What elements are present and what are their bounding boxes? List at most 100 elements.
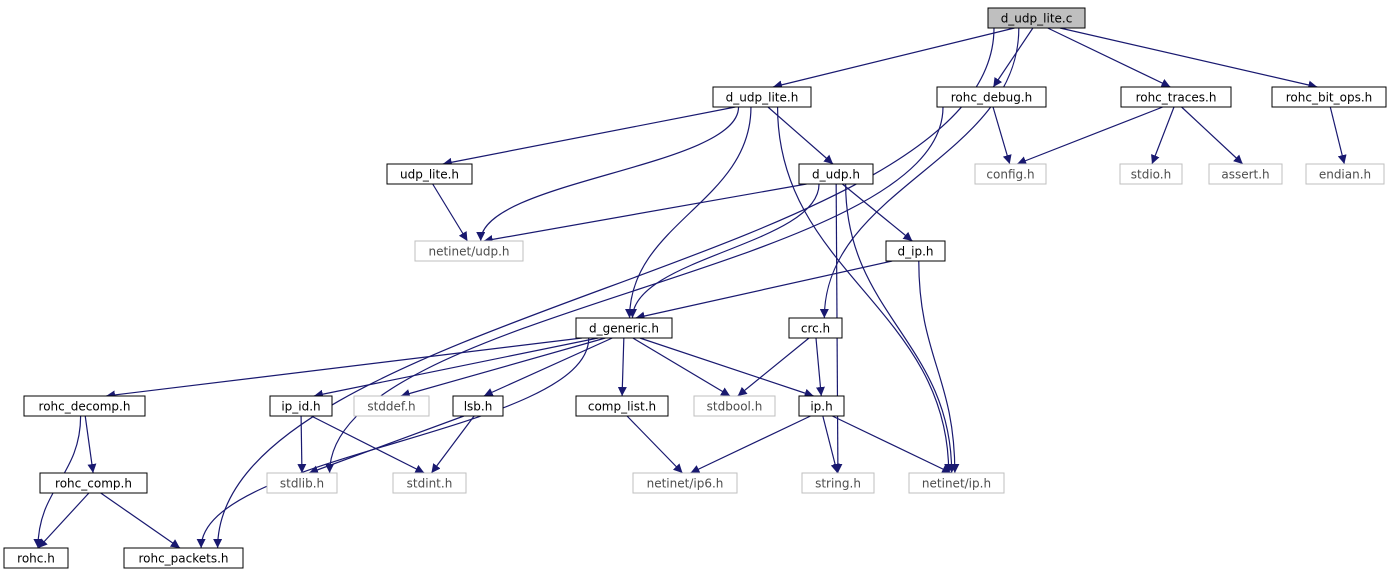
node-crc-h[interactable]: crc.h (788, 317, 843, 339)
node-d-udp-lite-h[interactable]: d_udp_lite.h (712, 86, 812, 108)
node-box (386, 163, 473, 185)
node-rohc-packets-h[interactable]: rohc_packets.h (123, 547, 244, 569)
node-label: string.h (815, 477, 861, 491)
edge-ip-h-to-netinet-ip6-h (690, 415, 811, 474)
node-label: d_generic.h (589, 322, 659, 336)
node-box (392, 472, 467, 494)
node-label: assert.h (1221, 168, 1269, 182)
edge-rohc-debug-h-to-config-h (992, 106, 1012, 165)
node-label: rohc_debug.h (951, 91, 1032, 105)
node-box (414, 240, 524, 262)
node-label: rohc_bit_ops.h (1286, 91, 1373, 105)
node-box (974, 163, 1047, 185)
node-label: ip_id.h (281, 400, 320, 414)
node-ip-id-h[interactable]: ip_id.h (269, 395, 333, 417)
node-box (1271, 86, 1387, 108)
edge-d-udp-lite-c-to-crc-h (819, 27, 1020, 319)
node-label: crc.h (801, 322, 830, 336)
node-box (123, 547, 244, 569)
node-d-generic-h[interactable]: d_generic.h (575, 317, 673, 339)
node-d-udp-lite-c[interactable]: d_udp_lite.c (987, 7, 1086, 29)
edge-d-generic-h-to-stdbool-h (632, 337, 731, 397)
node-label: d_ip.h (898, 245, 934, 259)
edge-rohc-debug-h-to-stdlib-h (325, 106, 944, 474)
edge-udp-lite-h-to-netinet-udp-h (432, 183, 468, 242)
node-comp-list-h[interactable]: comp_list.h (575, 395, 669, 417)
node-d-udp-h[interactable]: d_udp.h (798, 163, 874, 185)
node-label: stdlib.h (280, 477, 324, 491)
node-box (269, 395, 333, 417)
node-stddef-h: stddef.h (353, 395, 430, 417)
node-label: stdio.h (1131, 168, 1171, 182)
node-assert-h: assert.h (1208, 163, 1283, 185)
node-label: rohc_traces.h (1136, 91, 1217, 105)
node-box (1120, 86, 1232, 108)
edge-d-generic-h-to-rohc-decomp-h (106, 337, 583, 400)
node-box (266, 472, 338, 494)
edge-rohc-comp-h-to-rohc-packets-h (100, 492, 181, 549)
node-label: netinet/ip.h (922, 477, 991, 491)
node-label: d_udp_lite.c (1001, 12, 1073, 26)
edge-lsb-h-to-stdlib-h (308, 415, 465, 475)
edge-comp-list-h-to-netinet-ip6-h (626, 415, 683, 474)
node-rohc-bit-ops-h[interactable]: rohc_bit_ops.h (1271, 86, 1387, 108)
node-box (1119, 163, 1183, 185)
node-label: stdint.h (407, 477, 453, 491)
node-string-h: string.h (801, 472, 875, 494)
edge-d-udp-lite-h-to-d-generic-h (625, 106, 752, 319)
edge-rohc-comp-h-to-rohc-h (37, 492, 90, 549)
node-box (1305, 163, 1385, 185)
node-label: ip.h (810, 400, 832, 414)
edge-d-udp-lite-c-to-rohc-debug-h (992, 27, 1034, 88)
node-stdio-h: stdio.h (1119, 163, 1183, 185)
node-box (885, 240, 946, 262)
node-endian-h: endian.h (1305, 163, 1385, 185)
edge-d-udp-lite-h-to-netinet-udp-h (476, 106, 740, 242)
edge-d-generic-h-to-comp-list-h (617, 337, 627, 397)
node-lsb-h[interactable]: lsb.h (452, 395, 504, 417)
node-stdlib-h: stdlib.h (266, 472, 338, 494)
node-box (987, 7, 1086, 29)
edge-ip-h-to-netinet-ip-h (832, 415, 952, 474)
node-netinet-ip6-h: netinet/ip6.h (632, 472, 738, 494)
node-box (23, 395, 146, 417)
edge-ip-h-to-string-h (822, 415, 840, 474)
edge-d-udp-lite-c-to-d-udp-lite-h (772, 27, 1015, 90)
node-box (575, 395, 669, 417)
edge-d-ip-h-to-d-generic-h (635, 260, 893, 321)
node-box (801, 472, 875, 494)
edge-d-generic-h-to-ip-h (639, 337, 814, 398)
edge-rohc-traces-h-to-stdio-h (1151, 106, 1175, 165)
node-label: endian.h (1319, 168, 1371, 182)
node-d-ip-h[interactable]: d_ip.h (885, 240, 946, 262)
node-label: netinet/ip6.h (647, 477, 724, 491)
node-box (788, 317, 843, 339)
node-netinet-ip-h: netinet/ip.h (908, 472, 1005, 494)
node-rohc-debug-h[interactable]: rohc_debug.h (936, 86, 1047, 108)
node-rohc-traces-h[interactable]: rohc_traces.h (1120, 86, 1232, 108)
node-box (452, 395, 504, 417)
edge-rohc-traces-h-to-assert-h (1181, 106, 1244, 165)
edge-d-udp-h-to-netinet-udp-h (483, 183, 807, 244)
edge-ip-id-h-to-stdint-h (311, 415, 425, 474)
node-rohc-decomp-h[interactable]: rohc_decomp.h (23, 395, 146, 417)
node-box (575, 317, 673, 339)
node-label: udp_lite.h (400, 168, 459, 182)
node-label: lsb.h (464, 400, 493, 414)
node-config-h: config.h (974, 163, 1047, 185)
node-label: rohc_packets.h (138, 552, 228, 566)
node-box (936, 86, 1047, 108)
edge-d-udp-lite-h-to-netinet-ip-h (776, 106, 954, 474)
node-ip-h[interactable]: ip.h (798, 395, 845, 417)
node-box (908, 472, 1005, 494)
edge-d-udp-lite-c-to-rohc-bit-ops-h (1059, 27, 1318, 90)
node-udp-lite-h[interactable]: udp_lite.h (386, 163, 473, 185)
node-rohc-h[interactable]: rohc.h (3, 547, 69, 569)
node-stdint-h: stdint.h (392, 472, 467, 494)
edge-rohc-bit-ops-h-to-endian-h (1329, 106, 1347, 165)
edge-d-udp-lite-c-to-rohc-packets-h (213, 27, 995, 549)
node-rohc-comp-h[interactable]: rohc_comp.h (39, 472, 148, 494)
edge-rohc-decomp-h-to-rohc-comp-h (84, 415, 97, 474)
